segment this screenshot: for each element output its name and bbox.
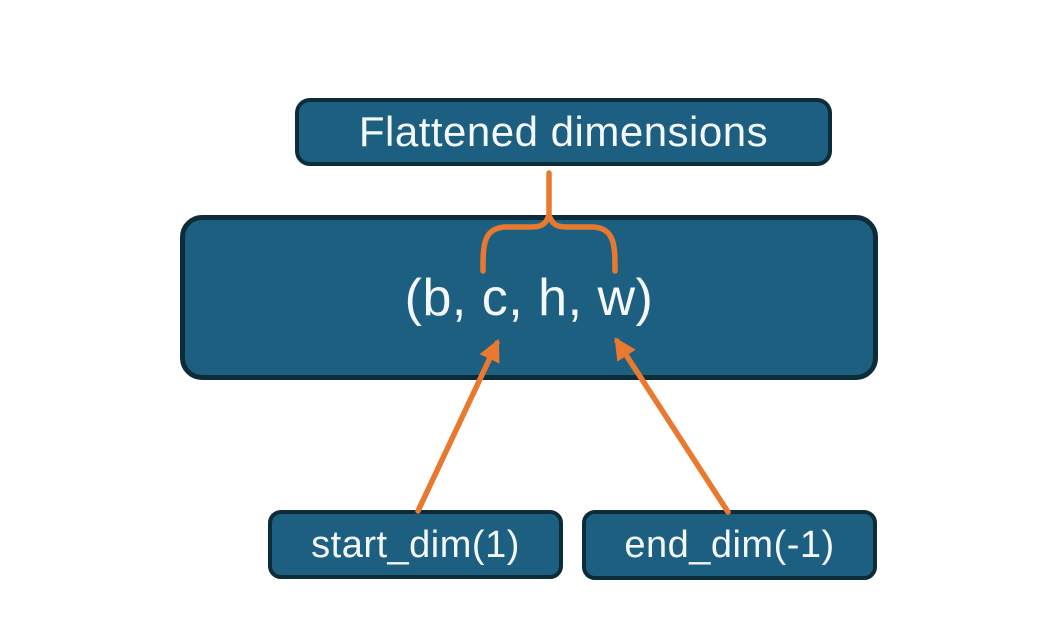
end-dim-box: end_dim(-1) — [582, 510, 877, 580]
tensor-shape-box: (b, c, h, w) — [180, 215, 878, 380]
tensor-shape-label: (b, c, h, w) — [404, 268, 654, 327]
flattened-dimensions-label: Flattened dimensions — [358, 108, 769, 155]
flattened-dimensions-box: Flattened dimensions — [295, 98, 832, 166]
end-dim-label: end_dim(-1) — [624, 524, 835, 566]
start-dim-box: start_dim(1) — [268, 510, 563, 579]
start-dim-label: start_dim(1) — [311, 523, 520, 566]
